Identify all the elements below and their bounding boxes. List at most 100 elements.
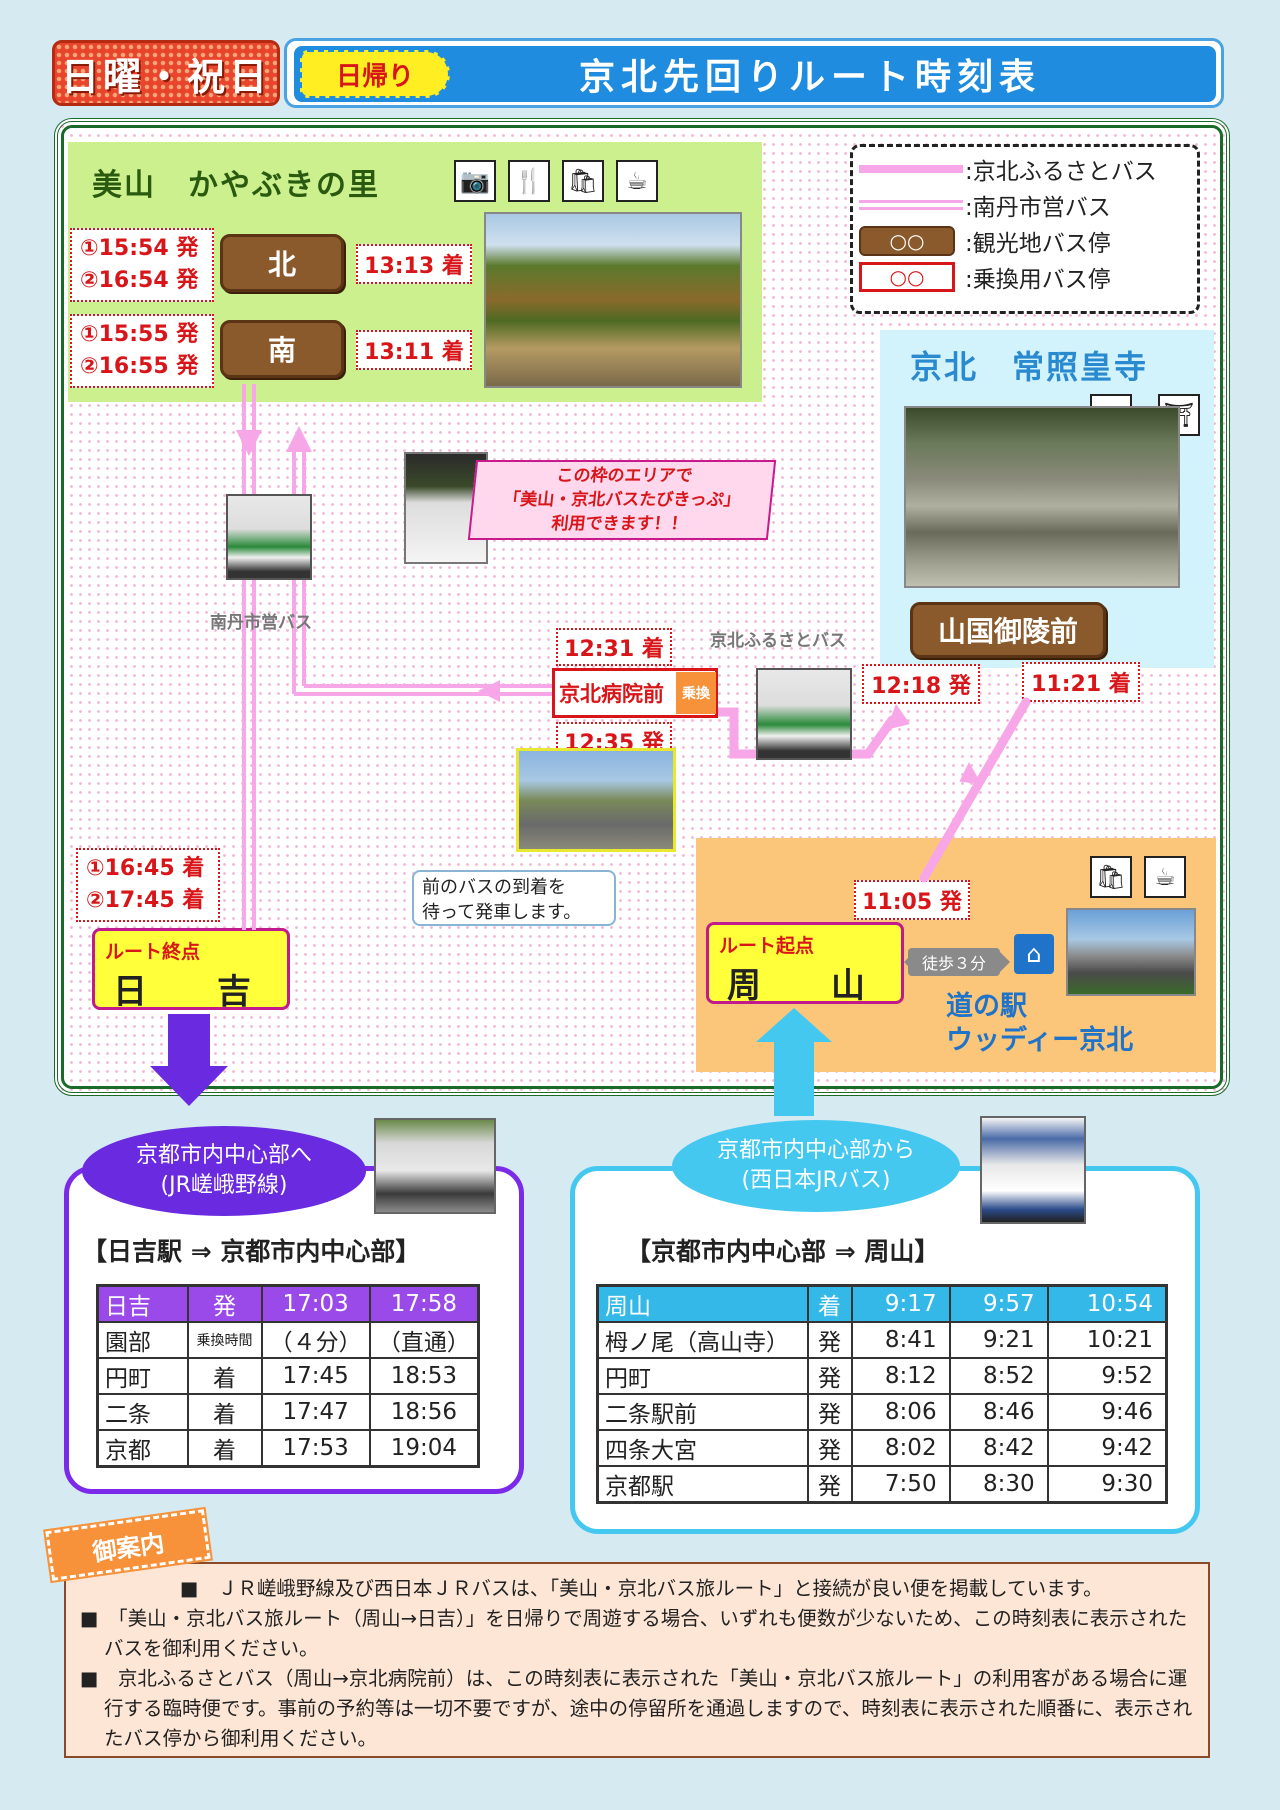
michi-no-eki-icon: ⌂	[1014, 934, 1054, 974]
keihoku-bus-label: 京北ふるさとバス	[710, 631, 846, 651]
hiyoshi-arrive-1: ①16:45 着	[86, 856, 205, 881]
route-start-name: 周 山	[727, 966, 883, 1006]
table-cell: 7:50	[850, 1465, 951, 1504]
table-cell: 8:46	[948, 1393, 1049, 1431]
table-cell: 19:04	[368, 1429, 480, 1468]
hospital-photo	[516, 748, 676, 852]
legend: :京北ふるさとバス :南丹市営バス ○○ :観光地バス停 ○○ :乗換用バス停	[850, 144, 1200, 314]
shopping-icon: 🛍	[1090, 856, 1132, 898]
table-cell: 二条駅前	[596, 1393, 809, 1431]
table-cell: 発	[186, 1284, 263, 1323]
jrbus-oval-line1: 京都市内中心部から	[716, 1138, 915, 1163]
table-cell: 円町	[96, 1357, 189, 1395]
jr-table-heading: 【日吉駅 ⇒ 京都市内中心部】	[82, 1237, 421, 1266]
cafe-icon: ☕	[1144, 856, 1186, 898]
camera-icon: 📷	[454, 160, 496, 202]
tourist-stop-swatch: ○○	[859, 226, 955, 256]
table-cell: 18:53	[368, 1357, 480, 1395]
hospital-arrive: 12:31 着	[556, 628, 672, 666]
table-cell: （直通）	[368, 1321, 480, 1359]
table-cell: 発	[806, 1429, 853, 1467]
table-cell: 8:12	[850, 1357, 951, 1395]
table-row: 円町 着 17:45 18:53	[96, 1357, 480, 1395]
north-depart-times: ①15:54 発 ②16:54 発	[70, 228, 214, 302]
table-cell: 着	[806, 1284, 853, 1323]
table-cell: 17:47	[260, 1393, 371, 1431]
ticket-note-line3: 利用できます！！	[550, 514, 689, 534]
table-cell: 9:52	[1046, 1357, 1168, 1395]
table-row: 園部 乗換時間 （４分） （直通）	[96, 1321, 480, 1359]
table-row: 京都駅 発 7:50 8:30 9:30	[596, 1465, 1168, 1504]
hiyoshi-arrive-times: ①16:45 着 ②17:45 着	[76, 848, 220, 922]
table-cell: 9:46	[1046, 1393, 1168, 1431]
table-cell: 10:21	[1046, 1321, 1168, 1359]
jr-oval-line2: (JR嵯峨野線)	[160, 1173, 288, 1198]
legend-label: :京北ふるさとバス	[965, 159, 1157, 185]
jr-train-photo	[374, 1118, 496, 1214]
table-row: 二条 着 17:47 18:56	[96, 1393, 480, 1431]
table-cell: 発	[806, 1393, 853, 1431]
table-cell: 京都駅	[596, 1465, 809, 1504]
table-cell: 9:42	[1046, 1429, 1168, 1467]
day-type-badge: 日曜・祝日	[52, 40, 280, 106]
stop-yamaguni-goryomae: 山国御陵前	[910, 602, 1106, 658]
north-depart-1: ①15:54 発	[80, 236, 199, 261]
south-depart-2: ②16:55 発	[80, 354, 199, 379]
michi-no-eki-photo	[1066, 908, 1196, 996]
table-cell: 17:03	[260, 1284, 371, 1323]
table-cell: 円町	[596, 1357, 809, 1395]
table-cell: 着	[186, 1357, 263, 1395]
note-item: ■ 京北ふるさとバス（周山→京北病院前）は、この時刻表に表示された「美山・京北バ…	[80, 1667, 1193, 1750]
nantan-bus-photo	[226, 494, 312, 580]
daytrip-tag: 日帰り	[300, 50, 450, 98]
table-row: 日吉 発 17:03 17:58	[96, 1284, 480, 1323]
table-cell: 8:06	[850, 1393, 951, 1431]
legend-label: :観光地バス停	[965, 231, 1111, 257]
table-row: 四条大宮 発 8:02 8:42 9:42	[596, 1429, 1168, 1467]
table-row: 京都 着 17:53 19:04	[96, 1429, 480, 1468]
hospital-name: 京北病院前	[559, 682, 664, 706]
table-cell: 17:45	[260, 1357, 371, 1395]
jrbus-oval: 京都市内中心部から (西日本JRバス)	[672, 1120, 960, 1212]
ticket-note: この枠のエリアで 「美山・京北バスたびきっぷ」 利用できます！！	[467, 460, 777, 540]
legend-label: :乗換用バス停	[965, 267, 1111, 293]
table-cell: 四条大宮	[596, 1429, 809, 1467]
jrbus-timetable: 周山 着 9:17 9:57 10:54 栂ノ尾（高山寺） 発 8:41 9:2…	[596, 1284, 1168, 1504]
notes-panel: ■ ＪＲ嵯峨野線及び西日本ＪＲバスは、「美山・京北バス旅ルート」と接続が良い便を…	[64, 1562, 1210, 1758]
table-cell: 日吉	[96, 1284, 189, 1323]
nantan-bus-label: 南丹市営バス	[210, 613, 312, 633]
table-cell: （４分）	[260, 1321, 371, 1359]
table-cell: 園部	[96, 1321, 189, 1359]
yamaguni-depart: 12:18 発	[862, 664, 980, 704]
table-cell: 17:58	[368, 1284, 480, 1323]
jrbus-oval-line2: (西日本JRバス)	[741, 1168, 891, 1193]
shuzan-depart: 11:05 発	[854, 880, 970, 920]
table-cell: 8:30	[948, 1465, 1049, 1504]
route-end-name: 日 吉	[113, 972, 269, 1012]
jr-oval: 京都市内中心部へ (JR嵯峨野線)	[82, 1126, 366, 1216]
jr-oval-line1: 京都市内中心部へ	[135, 1143, 312, 1168]
south-depart-1: ①15:55 発	[80, 322, 199, 347]
table-cell: 乗換時間	[186, 1321, 263, 1359]
wait-note-line2: 待って発車します。	[422, 902, 582, 923]
table-row: 周山 着 9:17 9:57 10:54	[596, 1284, 1168, 1323]
jr-timetable: 日吉 発 17:03 17:58 園部 乗換時間 （４分） （直通） 円町 着 …	[96, 1284, 480, 1468]
michi-no-eki-line2: ウッディー京北	[946, 1025, 1134, 1056]
table-cell: 9:57	[948, 1284, 1049, 1323]
table-cell: 18:56	[368, 1393, 480, 1431]
route-end-hiyoshi: ルート終点 日 吉	[92, 928, 290, 1012]
table-cell: 発	[806, 1357, 853, 1395]
jrbus-photo	[980, 1116, 1086, 1224]
table-row: 円町 発 8:12 8:52 9:52	[596, 1357, 1168, 1395]
table-cell: 9:17	[850, 1284, 951, 1323]
table-cell: 二条	[96, 1393, 189, 1431]
legend-item-nantan: :南丹市営バス	[859, 187, 1189, 223]
keihoku-line-swatch	[859, 165, 963, 173]
table-cell: 8:02	[850, 1429, 951, 1467]
table-cell: 10:54	[1046, 1284, 1168, 1323]
route-start-caption: ルート起点	[719, 935, 815, 957]
joshoko-title: 京北 常照皇寺	[910, 348, 1149, 386]
stop-north: 北	[220, 234, 344, 292]
transfer-stop-swatch: ○○	[859, 262, 955, 292]
